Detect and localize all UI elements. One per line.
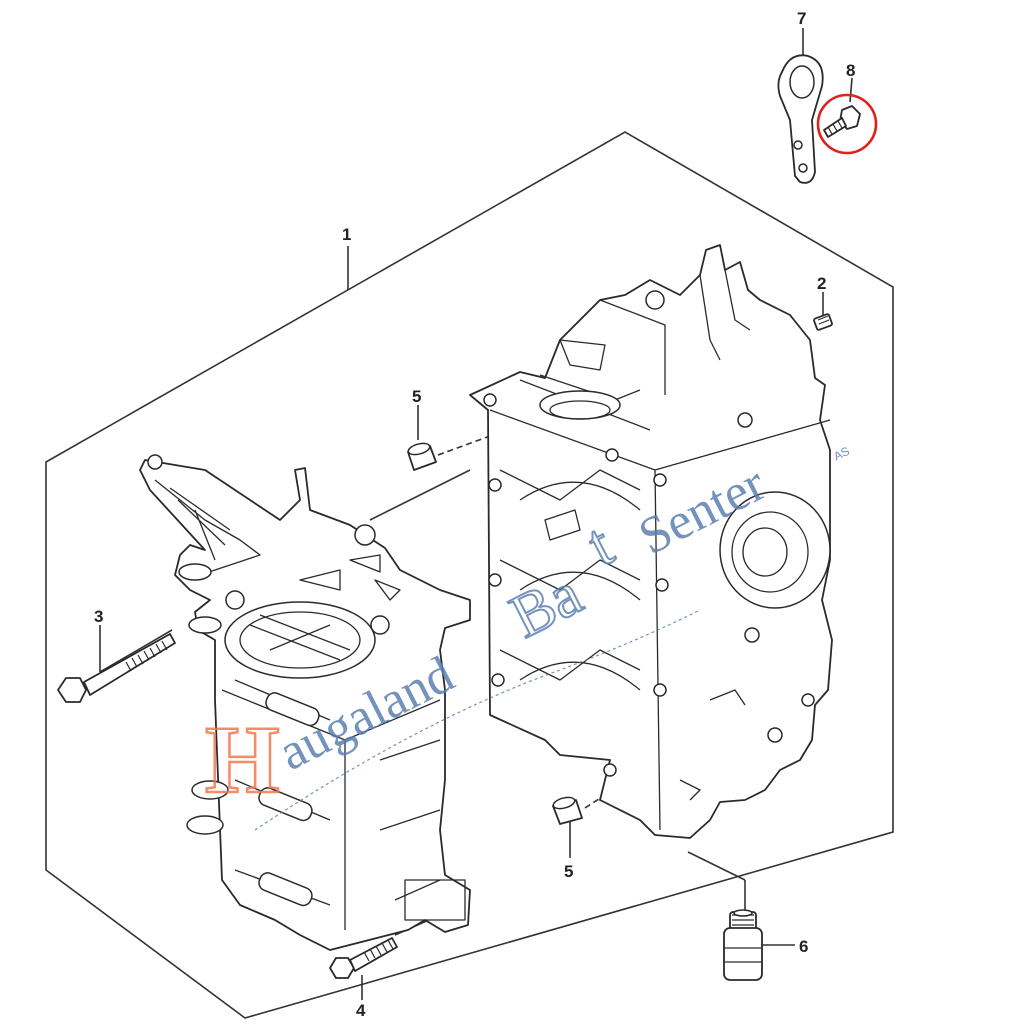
watermark-suffix: AS	[831, 444, 852, 464]
watermark-swoosh	[254, 609, 701, 831]
callout-4: 4	[356, 1001, 366, 1020]
red-circle-highlight	[816, 93, 878, 155]
callout-5-upper: 5	[412, 387, 421, 406]
cylinder-block	[469, 244, 833, 839]
part-7-bracket	[777, 54, 824, 184]
part-5-dowel-lower	[552, 796, 583, 825]
assembly-frame	[45, 131, 894, 1019]
part-2-plug	[813, 313, 833, 331]
part-4-bolt	[329, 937, 398, 979]
callouts: 1 2 3 4 5 5 6 7 8	[94, 9, 855, 1020]
callout-8: 8	[846, 61, 855, 80]
part-8-bolt	[823, 105, 861, 138]
callout-7: 7	[797, 9, 806, 28]
part-6-fitting	[723, 909, 763, 981]
callout-5-lower: 5	[564, 862, 573, 881]
crankcase-left-half	[139, 454, 471, 951]
part-3-bolt	[57, 633, 176, 703]
watermark-initial: H	[205, 706, 280, 813]
callout-1: 1	[342, 225, 351, 244]
callout-6: 6	[799, 937, 808, 956]
callout-2: 2	[817, 274, 826, 293]
callout-3: 3	[94, 607, 103, 626]
part-5-dowel-upper	[407, 442, 437, 471]
